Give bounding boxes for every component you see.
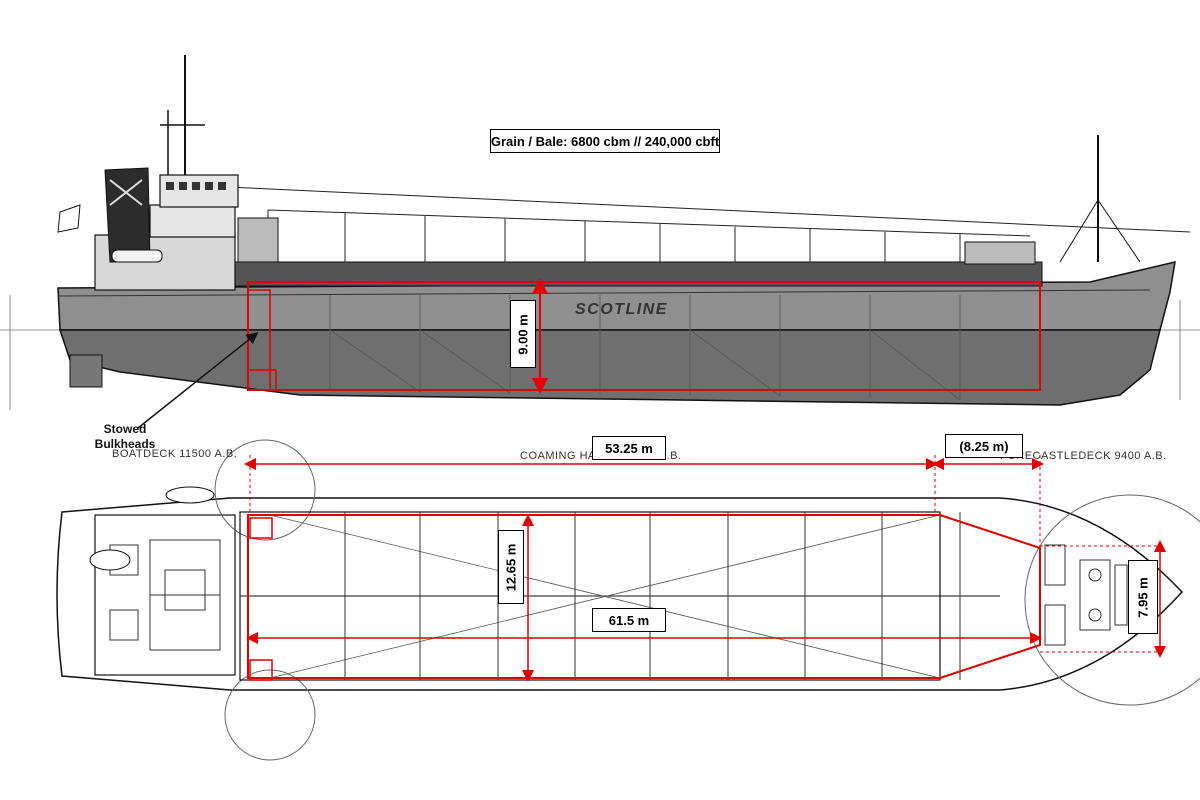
lifeboat-side [111,249,163,263]
hull-frames [329,295,961,401]
rudder [69,354,103,388]
callout-arrow [137,332,259,429]
stacked-hatch-aft [237,217,279,263]
plan-deckhouse-details [109,539,221,651]
wheelhouse-windows [166,182,226,190]
capacity-label: Grain / Bale: 6800 cbm // 240,000 cbft [490,129,720,153]
fore-mast-stay-aft [1059,199,1099,263]
hold-length-label: 61.5 m [592,608,666,632]
fore-mast-stay-fore [1097,199,1141,263]
callout-line2: Bulkheads [94,437,156,451]
hold-depth-label: 9.00 m [510,300,536,368]
funnel-saltire [109,179,143,206]
forward-extension-label: (8.25 m) [945,434,1023,458]
forecastle-label: FORECASTLEDECK 9400 A.B. [1000,450,1167,462]
side-view [0,55,1200,429]
boatdeck-label: BOATDECK 11500 A.B. [112,448,238,460]
stern-flag-icon [57,204,81,233]
stacked-hatch-fore [964,241,1036,265]
plan-stowed-bulkhead-stbd [249,659,273,681]
hatch-railing [267,209,1031,262]
callout-line1: Stowed [103,422,147,436]
deck-line [57,289,1151,297]
stowed-bulkheads-callout: Stowed Bulkheads [80,422,170,452]
hull-brand-text: SCOTLINE [575,301,668,318]
lifeboat-port [165,486,215,504]
hold-outline-plan [247,514,1041,679]
plan-hull-outline [56,497,1184,691]
hold-width-label: 12.65 m [498,530,524,604]
fore-width-label: 7.95 m [1128,560,1158,634]
superstructure-mid [149,204,236,238]
stowed-bulkheads-base [247,369,277,391]
anchor-swing-arc [1024,494,1200,706]
crane-swing-arc-aft-stbd [224,669,316,761]
stay-wire [184,184,1191,233]
plan-deckhouse [94,514,236,676]
hold-depth-text: 9.00 m [515,313,531,355]
lifeboat-starboard [89,549,131,571]
fore-width-text: 7.95 m [1135,576,1151,618]
hull-lower [58,329,1161,406]
hold-width-text: 12.65 m [503,543,519,591]
forecastle-details [1044,544,1128,646]
crane-swing-arc-aft-port [214,439,316,541]
plan-view [56,439,1200,761]
wheelhouse [159,174,239,208]
plan-hatch-diagonals [269,514,941,679]
plan-stowed-bulkhead-port [249,517,273,539]
hatch-length-label: 53.25 m [592,436,666,460]
